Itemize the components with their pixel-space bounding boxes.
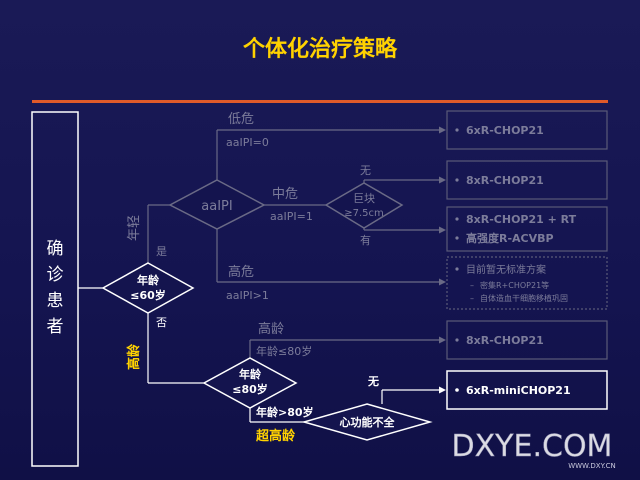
patient-label-char: 诊: [47, 265, 64, 285]
watermark-brand: DXYE.COM: [452, 429, 613, 464]
bulky-yes-label: 有: [360, 233, 371, 247]
aaipi-decision-label: aaIPI: [201, 199, 232, 214]
low-ipi-label: aaIPI=0: [226, 136, 269, 149]
age60-no-label: 否: [156, 316, 167, 329]
bullet: [455, 178, 459, 182]
bullet: [455, 388, 459, 392]
over80-label: 年龄>80岁: [256, 405, 314, 419]
age60-decision: [101, 262, 195, 314]
age80-decision-line1: 年龄: [239, 367, 262, 381]
age60-decision-line1: 年龄: [137, 273, 160, 287]
outcome-low-item: 6xR-CHOP21: [466, 124, 544, 137]
heart-decision-label: 心功能不全: [340, 415, 396, 429]
bulky-decision: [324, 182, 404, 229]
age60-yes-label: 是: [156, 245, 167, 258]
bullet: [455, 267, 459, 271]
elderly-upper-label: 高龄: [258, 321, 284, 337]
outcome-high-sub-dash: –: [470, 281, 474, 290]
outcome-mid-bulky-item: 8xR-CHOP21 + RT: [466, 213, 577, 226]
outcome-high-sub: 密集R+CHOP21等: [480, 280, 549, 290]
outcome-box-high: [446, 256, 608, 310]
age60-decision-line2: ≤60岁: [130, 288, 166, 302]
patient-label-char: 者: [47, 317, 64, 337]
bulky-decision-line1: 巨块: [353, 192, 375, 205]
bulky-decision-line2: ≥7.5cm: [344, 208, 384, 219]
outcome-very-elderly-item: 6xR-miniCHOP21: [466, 384, 571, 397]
bullet: [455, 236, 459, 240]
patient-box: [31, 111, 79, 467]
watermark: DXYE.COM WWW.DXY.CN: [451, 429, 616, 470]
elderly-label: 高龄: [126, 343, 142, 370]
outcome-high-sub: 自体造血干细胞移植巩固: [480, 293, 568, 303]
page-title: 个体化治疗策略: [243, 36, 398, 62]
outcome-box-mid-no-bulky: [446, 160, 608, 200]
young-label: 年轻: [127, 215, 142, 241]
mid-risk-label: 中危: [272, 187, 298, 202]
outcome-box-mid-bulky: [446, 206, 608, 252]
patient-label-char: 患: [47, 291, 64, 311]
age80-decision-line2: ≤80岁: [232, 382, 268, 396]
title-divider: [32, 100, 608, 103]
high-risk-label: 高危: [228, 264, 254, 280]
patient-label-char: 确: [47, 239, 64, 259]
age80-decision: [202, 357, 298, 409]
very-elderly-label: 超高龄: [256, 428, 296, 444]
heart-decision: [301, 403, 433, 441]
outcome-box-very-elderly: [446, 370, 608, 410]
arrowheads: [439, 126, 446, 394]
outcome-high-main: 目前暂无标准方案: [466, 263, 546, 276]
outcome-box-elderly: [446, 320, 608, 360]
bullet: [455, 217, 459, 221]
patient-box-label: 确 诊 患 者: [47, 239, 64, 337]
outcome-mid-no-bulky-item: 8xR-CHOP21: [466, 174, 544, 187]
outcome-elderly-item: 8xR-CHOP21: [466, 334, 544, 347]
outcome-mid-bulky-item: 高强度R-ACVBP: [466, 231, 554, 245]
bullet: [455, 128, 459, 132]
heart-no-label: 无: [367, 375, 379, 388]
bulky-no-label: 无: [360, 164, 371, 177]
outcome-box-low: [446, 110, 608, 150]
high-ipi-label: aaIPI>1: [226, 289, 269, 302]
mid-ipi-label: aaIPI=1: [270, 210, 313, 223]
outcome-high-sub-dash: –: [470, 294, 474, 303]
watermark-url: WWW.DXY.CN: [568, 462, 616, 470]
low-risk-label: 低危: [228, 112, 254, 127]
bullet: [455, 338, 459, 342]
aaipi-decision: [168, 179, 266, 230]
elderly-upper-cond-label: 年龄≤80岁: [256, 344, 312, 358]
